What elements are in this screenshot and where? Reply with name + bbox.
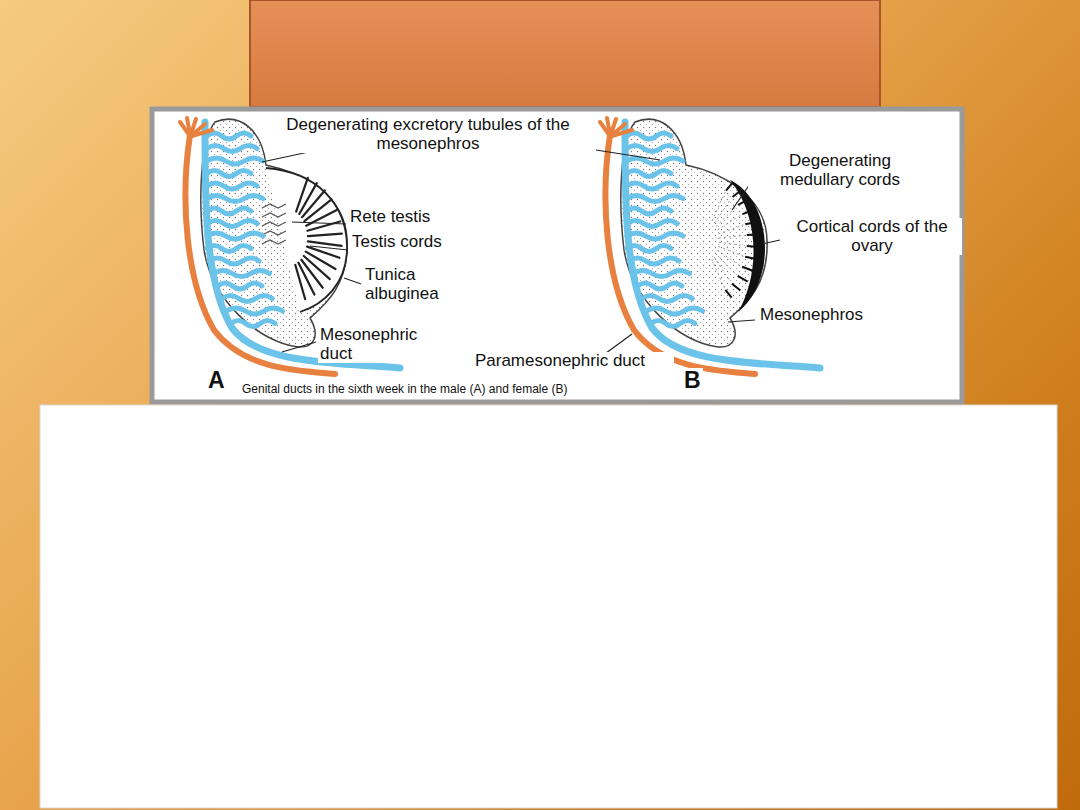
cortical-cord: [738, 276, 748, 282]
testis-cord: [298, 263, 314, 295]
rete-testis: [262, 240, 286, 244]
medullary-cord: [719, 242, 745, 245]
tubule: [207, 158, 263, 164]
tubule: [651, 321, 695, 327]
tubule: [207, 246, 251, 252]
cortical-cord: [726, 183, 733, 191]
tubule: [633, 271, 689, 277]
paramesonephric-duct: [185, 135, 335, 374]
structure-label: Cortical cords of the ovary: [782, 218, 962, 255]
medullary-cord: [712, 259, 725, 288]
tubule: [207, 221, 257, 227]
tubule: [207, 196, 263, 202]
tubule: [627, 221, 677, 227]
structure-label: Tunica albuginea: [363, 266, 467, 303]
tubule: [627, 196, 683, 202]
tubule: [209, 258, 259, 264]
tubule: [207, 233, 263, 239]
tubule: [638, 283, 682, 289]
tubule: [207, 183, 257, 189]
testis-cord: [304, 199, 331, 221]
medullary-cord: [719, 235, 745, 238]
tubule: [642, 296, 692, 302]
figure-panel: [152, 109, 962, 402]
medullary-cord: [714, 198, 731, 223]
tubule: [207, 133, 251, 139]
title-panel: [250, 0, 880, 107]
medullary-cord: [716, 254, 736, 275]
medullary-cord: [712, 192, 725, 221]
tubule: [627, 133, 671, 139]
rete-testis: [262, 231, 286, 235]
cortical-cord: [725, 290, 731, 298]
structure-label: Degenerating medullary cords: [748, 152, 932, 189]
tubule: [627, 171, 671, 177]
testis-cords: [262, 178, 342, 299]
structure-label: Mesonephros: [758, 306, 865, 325]
ovary-cortex: [730, 180, 765, 312]
text-panel: [40, 405, 1057, 808]
tubule: [207, 171, 251, 177]
tubule: [627, 208, 671, 214]
testis-cord: [308, 241, 342, 245]
tubule: [213, 271, 269, 277]
fimbriae: [600, 118, 632, 136]
structure-label: Paramesonephric duct: [446, 352, 674, 371]
tubule: [207, 146, 257, 152]
cortical-cord: [742, 267, 753, 271]
medullary-cord: [718, 225, 743, 234]
tubule: [227, 308, 283, 314]
testis-cord: [308, 234, 342, 237]
testis-cord: [296, 178, 308, 212]
medullary-cord: [716, 206, 736, 226]
structure-label: Degenerating excretory tubules of the me…: [276, 116, 580, 153]
tubule: [222, 296, 272, 302]
structure-label: Rete testis: [348, 208, 432, 227]
cortical-cord: [732, 284, 740, 291]
fimbriae: [180, 118, 212, 136]
tubule: [627, 246, 671, 252]
tubule: [218, 283, 262, 289]
tubule: [627, 233, 683, 239]
structure-label: Mesonephric duct: [318, 326, 432, 363]
testis-cord: [295, 265, 305, 299]
figure-caption: Genital ducts in the sixth week in the m…: [240, 383, 569, 396]
tubule: [207, 208, 251, 214]
medullary-cord: [717, 250, 740, 265]
panel-letter: A: [206, 368, 227, 393]
medullary-cord: [717, 215, 740, 230]
rete-testis: [262, 222, 286, 226]
tubule: [627, 183, 677, 189]
rete-testis: [262, 213, 286, 217]
structure-label: Testis cords: [350, 233, 444, 252]
rete-testis: [262, 204, 286, 208]
paramesonephric-duct: [605, 135, 755, 374]
tubule: [231, 321, 275, 327]
tubule: [627, 146, 677, 152]
tubule: [647, 308, 703, 314]
medullary-cord: [718, 246, 743, 256]
tunica-albuginea: [266, 168, 347, 312]
panel-letter: B: [682, 368, 703, 393]
tubule: [629, 258, 679, 264]
